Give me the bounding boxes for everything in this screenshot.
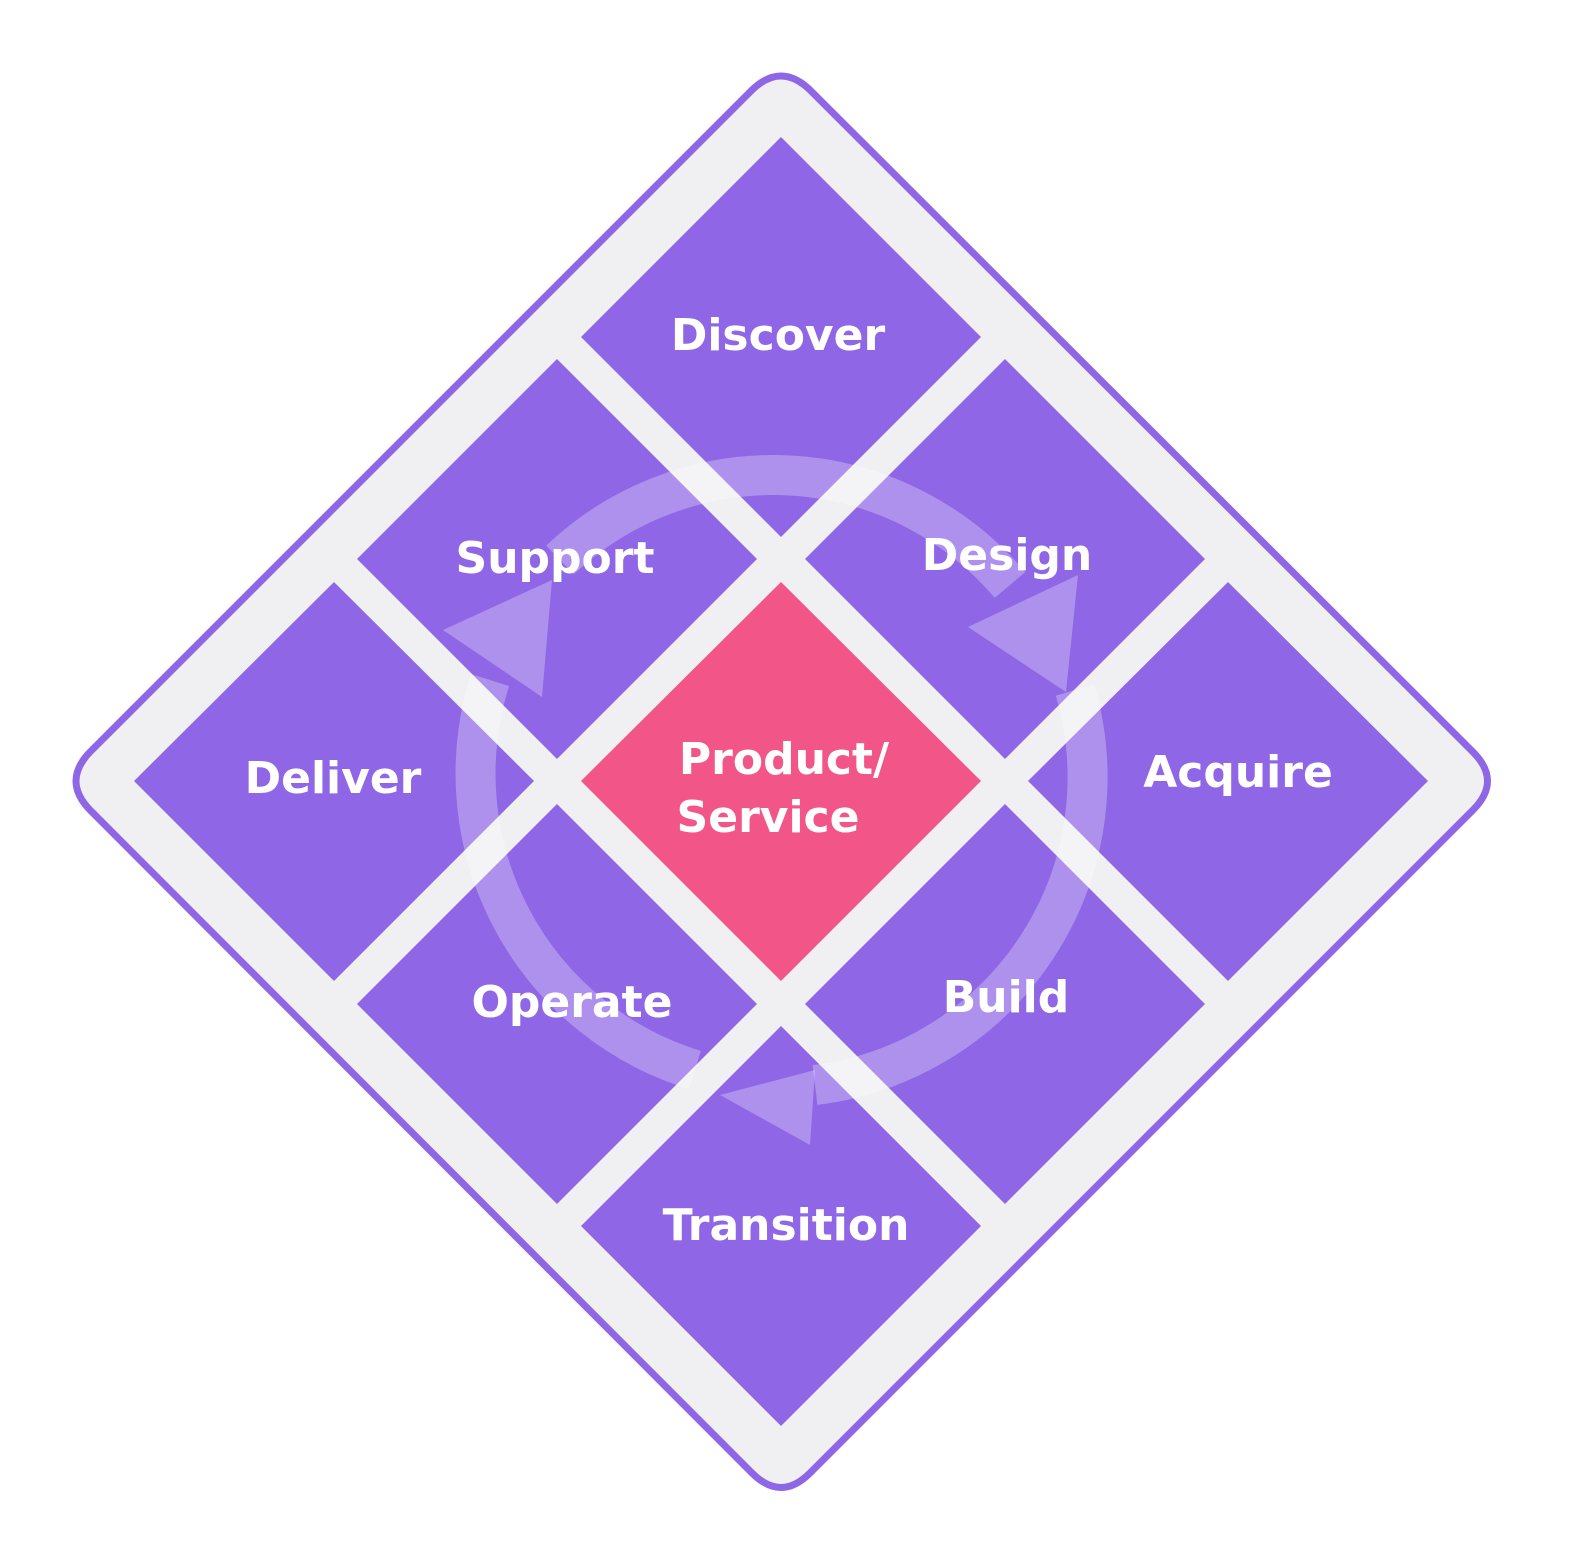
label-support: Support: [456, 533, 655, 584]
cell-deliver: [134, 582, 534, 981]
circular-arrows-icon: [455, 455, 1108, 1105]
cell-center: [581, 582, 981, 981]
cell-design: [805, 359, 1205, 759]
arrowhead-design: [968, 575, 1078, 692]
arrowhead-transition: [720, 1070, 815, 1145]
arrowhead-support: [443, 580, 552, 697]
cell-discover: [581, 137, 981, 537]
label-center-line1: Product/: [679, 734, 890, 785]
cell-transition: [581, 1026, 981, 1426]
label-center-line2: Service: [677, 792, 860, 843]
cell-acquire: [1028, 582, 1428, 981]
label-design: Design: [922, 530, 1092, 581]
label-operate: Operate: [471, 977, 672, 1028]
cell-build: [805, 804, 1205, 1204]
label-build: Build: [943, 972, 1070, 1023]
cell-support: [357, 359, 757, 759]
label-acquire: Acquire: [1143, 747, 1333, 798]
cycle-arc-bottom-left: [455, 673, 701, 1090]
cell-operate: [357, 804, 757, 1204]
label-transition: Transition: [663, 1200, 910, 1251]
cycle-arc-right-bottom: [812, 684, 1108, 1105]
label-discover: Discover: [671, 310, 886, 361]
cycle-arrowheads: [443, 575, 1078, 1145]
label-deliver: Deliver: [245, 753, 422, 804]
cycle-arc-top-right: [546, 455, 1026, 598]
